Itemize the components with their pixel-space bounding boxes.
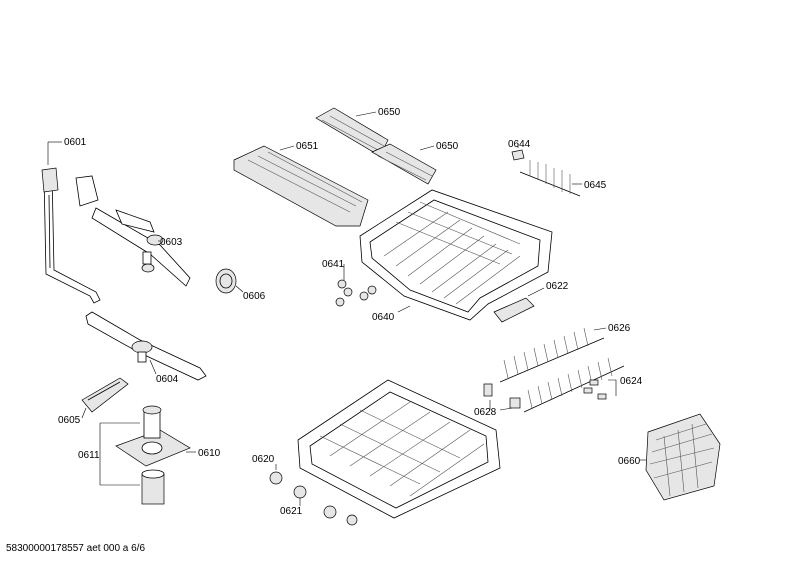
part-0601-supply-pipe bbox=[41, 141, 101, 304]
part-0651-tray bbox=[233, 145, 369, 227]
label-0650-b: 0650 bbox=[436, 141, 459, 152]
label-0660: 0660 bbox=[618, 456, 641, 467]
label-0604: 0604 bbox=[156, 374, 179, 385]
label-0650-a: 0650 bbox=[378, 107, 401, 118]
part-0604-lower-spray-arm bbox=[85, 311, 207, 381]
part-0650-upper-insert bbox=[315, 107, 389, 157]
label-0641: 0641 bbox=[322, 259, 345, 270]
label-0645: 0645 bbox=[584, 180, 607, 191]
label-0610: 0610 bbox=[198, 448, 221, 459]
part-0645-rack-insert bbox=[519, 160, 582, 197]
part-lower-basket bbox=[297, 379, 501, 519]
label-0620: 0620 bbox=[252, 454, 275, 465]
document-footer-id: 58300000178557 aet 000 a 6/6 bbox=[6, 543, 146, 554]
part-0603-upper-spray-arm bbox=[75, 175, 191, 287]
label-0624: 0624 bbox=[620, 376, 643, 387]
part-0628-holders bbox=[483, 383, 521, 411]
part-0605-filter-plate bbox=[81, 377, 129, 419]
label-0644: 0644 bbox=[508, 139, 531, 150]
part-0624-clips bbox=[583, 379, 617, 400]
part-0650-lower-insert bbox=[371, 143, 437, 185]
label-0601: 0601 bbox=[64, 137, 87, 148]
label-0606: 0606 bbox=[243, 291, 266, 302]
part-0610-filter-base bbox=[99, 405, 196, 505]
part-0620-wheel bbox=[269, 464, 283, 485]
part-0640-upper-basket bbox=[359, 189, 553, 321]
part-0644-clip bbox=[511, 144, 525, 161]
label-0651: 0651 bbox=[296, 141, 319, 152]
label-0626: 0626 bbox=[608, 323, 631, 334]
part-0660-cutlery-basket bbox=[640, 413, 721, 501]
part-0622-handle bbox=[493, 287, 545, 323]
label-0628: 0628 bbox=[474, 407, 497, 418]
label-0603: 0603 bbox=[160, 237, 183, 248]
label-0611: 0611 bbox=[78, 450, 100, 461]
part-0626-tine-rows bbox=[499, 327, 625, 413]
part-0641-rollers bbox=[335, 264, 377, 307]
label-0605: 0605 bbox=[58, 415, 81, 426]
label-0640: 0640 bbox=[372, 312, 395, 323]
part-0606-cap bbox=[215, 268, 244, 294]
part-0621-wheels bbox=[293, 485, 358, 526]
label-0622: 0622 bbox=[546, 281, 569, 292]
label-0621: 0621 bbox=[280, 506, 303, 517]
